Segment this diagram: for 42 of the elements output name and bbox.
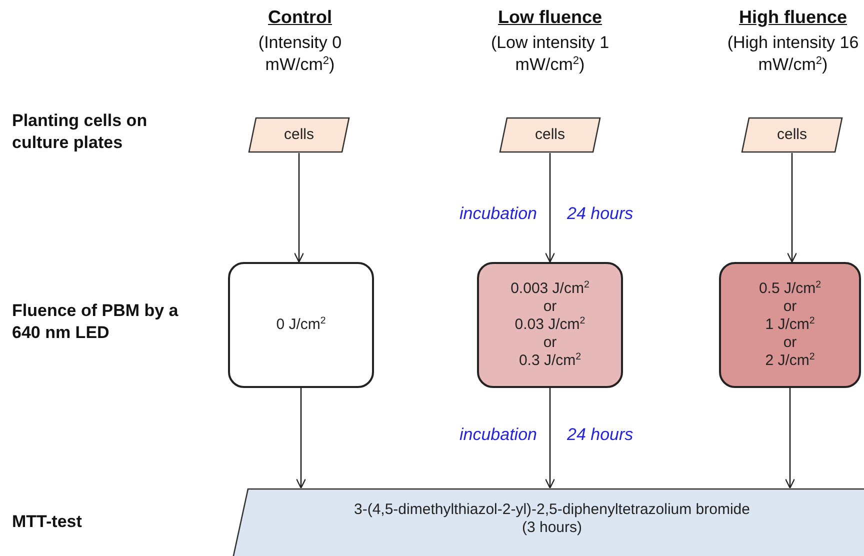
arrow [544, 153, 556, 263]
row-label: MTT-test [12, 511, 83, 533]
node-text: 0.003 J/cm$^{2}$ [510, 280, 590, 298]
process-box [719, 262, 861, 388]
row-label: Fluence of PBM by a 640 nm LED [12, 300, 180, 344]
input-parallelogram [741, 117, 843, 153]
node-text: cells [776, 126, 807, 144]
node-text: or [543, 334, 557, 352]
incubation-note: 24 hours [567, 203, 634, 225]
node-text: or [543, 298, 557, 316]
node-text: or [783, 298, 797, 316]
arrow [786, 153, 798, 263]
incubation-note: incubation [458, 203, 537, 225]
incubation-note: incubation [458, 424, 537, 446]
assay-trapezoid [232, 488, 864, 556]
node-text: 0.5 J/cm$^{2}$ [758, 280, 822, 298]
arrow [784, 388, 796, 489]
input-parallelogram [248, 117, 350, 153]
process-box [477, 262, 623, 388]
column-heading: Low fluence [496, 6, 603, 29]
arrow [294, 153, 304, 263]
node-text: 0 J/cm$^{2}$ [276, 316, 326, 334]
column-subheading: (Intensity 0 mW/cm$^{2}$) [257, 32, 343, 76]
column-heading: High fluence [738, 6, 848, 29]
column-subheading: (Low intensity 1 mW/cm$^{2}$) [490, 32, 610, 76]
node-text: 0.03 J/cm$^{2}$ [514, 316, 586, 334]
node-text: (3 hours) [522, 519, 582, 537]
node-text: 3-(4,5-dimethylthiazol-2-yl)-2,5-diphenyltetrazolium bromide [354, 501, 750, 519]
arrow [296, 388, 306, 489]
arrow [544, 388, 556, 489]
node-text: or [783, 334, 797, 352]
column-heading: Control [267, 6, 333, 29]
input-parallelogram [499, 117, 601, 153]
node-text: 1 J/cm$^{2}$ [765, 316, 815, 334]
column-subheading: (High intensity 16 mW/cm$^{2}$) [726, 32, 860, 76]
row-label: Planting cells on culture plates [12, 110, 148, 154]
node-text: 0.3 J/cm$^{2}$ [518, 352, 582, 370]
node-text: 2 J/cm$^{2}$ [765, 352, 815, 370]
node-text: cells [284, 126, 314, 144]
incubation-note: 24 hours [567, 424, 634, 446]
node-text: cells [534, 126, 565, 144]
process-box [228, 262, 374, 388]
